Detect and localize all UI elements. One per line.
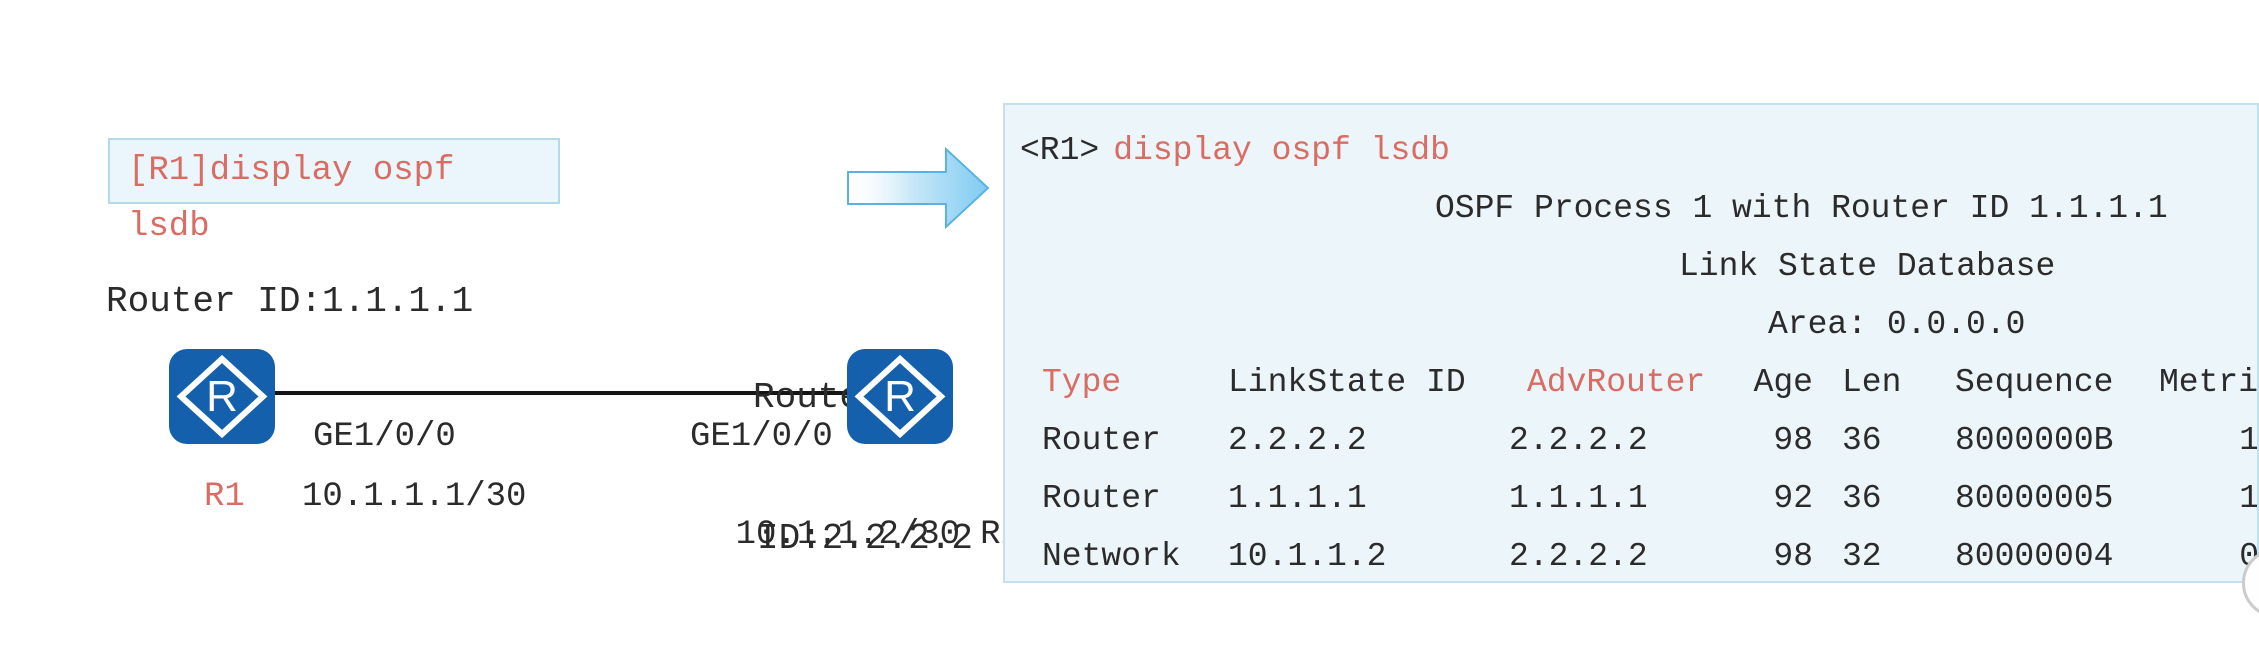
header-age: Age bbox=[1753, 363, 1813, 401]
lsdb-table-row: Network 10.1.1.2 2.2.2.2 98 32 80000004 … bbox=[1042, 527, 2257, 581]
r1-ip-label: 10.1.1.1/30 bbox=[302, 478, 527, 516]
cell-type: Router bbox=[1042, 479, 1161, 517]
header-linkstate-id: LinkState ID bbox=[1228, 363, 1466, 401]
cell-len: 32 bbox=[1842, 537, 1882, 575]
cell-type: Network bbox=[1042, 537, 1181, 575]
header-type: Type bbox=[1042, 363, 1122, 401]
r1-interface-label: GE1/0/0 bbox=[313, 418, 456, 456]
header-advrouter: AdvRouter bbox=[1527, 363, 1706, 401]
cell-len: 36 bbox=[1842, 421, 1882, 459]
r2-router-id-label: Router ID:2.2.2.2 bbox=[753, 280, 973, 649]
cell-age: 98 bbox=[1773, 421, 1813, 459]
cell-advrouter: 2.2.2.2 bbox=[1509, 537, 1648, 575]
cell-sequence: 80000005 bbox=[1955, 479, 2114, 517]
cell-age: 92 bbox=[1773, 479, 1813, 517]
r2-ip-value: 10.1.1.2/30 bbox=[735, 516, 961, 554]
r1-router-id-label: Router ID:1.1.1.1 bbox=[106, 281, 474, 322]
header-metric: Metric bbox=[2159, 363, 2259, 401]
terminal-command-line: <R1> display ospf lsdb bbox=[1005, 121, 2257, 179]
cell-age: 98 bbox=[1773, 537, 1813, 575]
flow-arrow-icon bbox=[847, 146, 990, 230]
cell-metric: 1 bbox=[2239, 479, 2259, 517]
terminal-command: display ospf lsdb bbox=[1113, 131, 1450, 169]
router-icon-letter: R bbox=[884, 372, 916, 421]
header-sequence: Sequence bbox=[1955, 363, 2114, 401]
lsdb-table-header: Type LinkState ID AdvRouter Age Len Sequ… bbox=[1042, 353, 2257, 411]
command-annotation-line2: lsdb bbox=[128, 208, 210, 246]
link-state-database-line: Link State Database bbox=[1679, 247, 2056, 285]
r1-name-label: R1 bbox=[204, 478, 245, 516]
cell-len: 36 bbox=[1842, 479, 1882, 517]
cell-metric: 1 bbox=[2239, 421, 2259, 459]
cell-linkstate-id: 2.2.2.2 bbox=[1228, 421, 1367, 459]
r2-interface-label: GE1/0/0 bbox=[690, 418, 833, 456]
area-line: Area: 0.0.0.0 bbox=[1768, 305, 2026, 343]
link-line bbox=[272, 391, 852, 395]
lsdb-table-row: Router 1.1.1.1 1.1.1.1 92 36 80000005 1 bbox=[1042, 469, 2257, 527]
lsdb-table: Type LinkState ID AdvRouter Age Len Sequ… bbox=[1005, 353, 2257, 581]
terminal-output-panel: <R1> display ospf lsdb OSPF Process 1 wi… bbox=[1003, 103, 2259, 583]
terminal-prompt: <R1> bbox=[1020, 131, 1100, 169]
ospf-process-line: OSPF Process 1 with Router ID 1.1.1.1 bbox=[1435, 189, 2168, 227]
cell-sequence: 80000004 bbox=[1955, 537, 2114, 575]
r2-router-icon: R bbox=[847, 349, 953, 444]
cell-linkstate-id: 10.1.1.2 bbox=[1228, 537, 1387, 575]
command-annotation-box: [R1]display ospf bbox=[108, 138, 560, 204]
command-annotation-line1: [R1]display ospf bbox=[128, 152, 455, 190]
cell-advrouter: 1.1.1.1 bbox=[1509, 479, 1648, 517]
r1-router-icon: R bbox=[169, 349, 275, 444]
cell-linkstate-id: 1.1.1.1 bbox=[1228, 479, 1367, 517]
cell-sequence: 8000000B bbox=[1955, 421, 2114, 459]
r2-router-id-line2: ID:2.2.2.2 bbox=[757, 518, 974, 559]
lsdb-table-row: Router 2.2.2.2 2.2.2.2 98 36 8000000B 1 bbox=[1042, 411, 2257, 469]
cell-type: Router bbox=[1042, 421, 1161, 459]
cell-advrouter: 2.2.2.2 bbox=[1509, 421, 1648, 459]
header-len: Len bbox=[1842, 363, 1902, 401]
router-icon-letter: R bbox=[206, 372, 238, 421]
